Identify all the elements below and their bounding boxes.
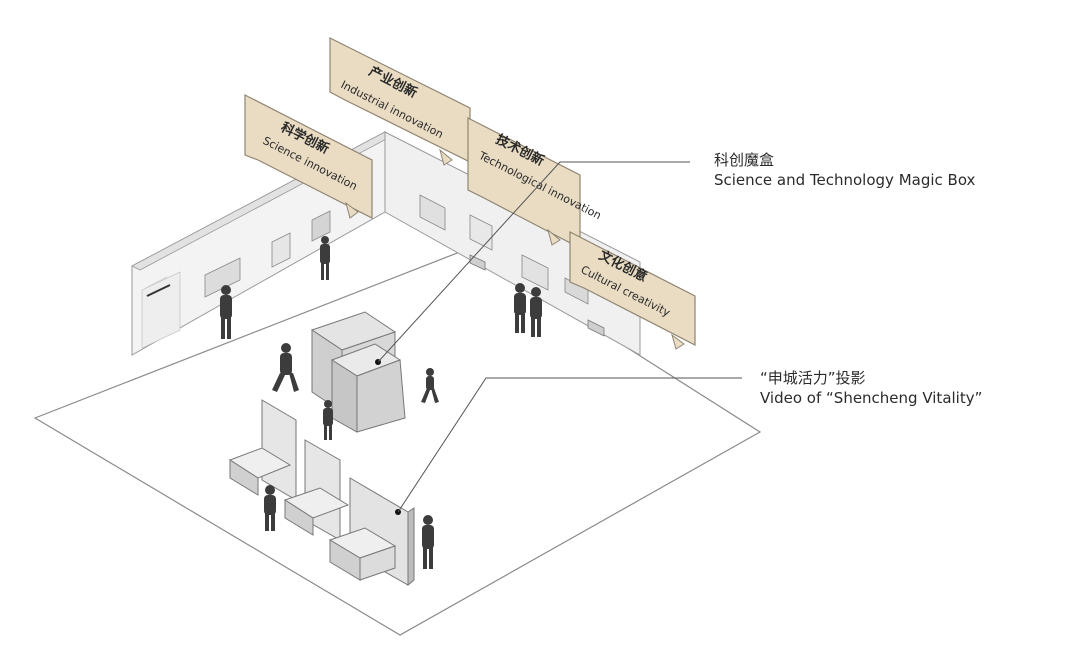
- callout-video-en: Video of “Shencheng Vitality”: [760, 389, 983, 407]
- callout-magic-box-zh: 科创魔盒: [714, 151, 775, 169]
- callout-magic-box: 科创魔盒 Science and Technology Magic Box: [714, 150, 975, 190]
- callout-video: “申城活力”投影 Video of “Shencheng Vitality”: [760, 368, 982, 408]
- visitor: [323, 400, 333, 440]
- wall-panel: [521, 254, 549, 291]
- visitor: [514, 283, 526, 333]
- visitor: [422, 515, 434, 569]
- video-display-cluster: [228, 399, 415, 587]
- visitor: [272, 343, 299, 392]
- floor-plane: [33, 247, 762, 636]
- visitor: [320, 236, 330, 280]
- leader-line-video: [397, 377, 742, 513]
- magic-box: [310, 311, 406, 433]
- visitor: [264, 485, 276, 531]
- callout-video-zh: “申城活力”投影: [760, 369, 866, 387]
- visitor: [530, 287, 542, 337]
- wall-panel: [204, 257, 241, 298]
- visitor-figures: [220, 236, 542, 569]
- wall-text-block: [141, 271, 181, 349]
- sign-technology: 技术创新 Technological innovation: [467, 117, 603, 249]
- callout-magic-box-en: Science and Technology Magic Box: [714, 171, 976, 189]
- wall-panel: [419, 194, 446, 231]
- kiosk: [587, 319, 605, 337]
- visitor: [220, 285, 232, 339]
- visitor: [421, 368, 439, 403]
- leader-line-magic-box: [377, 161, 690, 363]
- wall-panel: [469, 214, 493, 251]
- wall-panel: [271, 232, 291, 268]
- wall-panel: [311, 210, 331, 242]
